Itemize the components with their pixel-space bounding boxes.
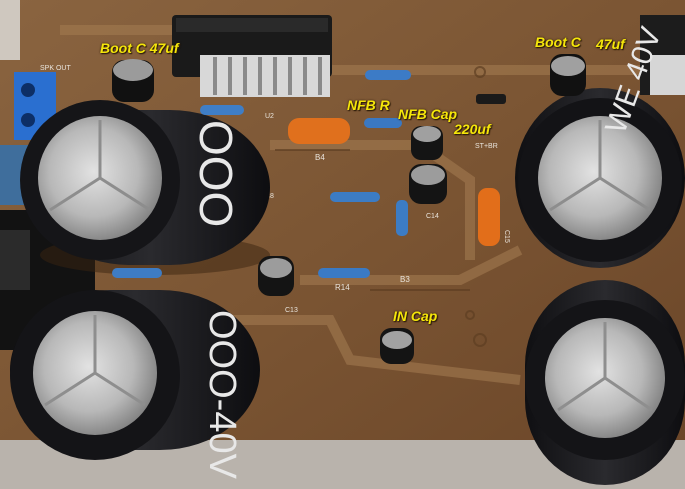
capacitor-large-top-right: WE 40V [515, 23, 685, 268]
cap-c13 [258, 256, 294, 296]
diode [476, 94, 506, 104]
boot-cap-left [112, 59, 154, 102]
film-cap-c8 [288, 118, 350, 144]
annotation-nfb-cap: NFB Cap [398, 106, 458, 122]
annotation-nfb-cap-value: 220uf [454, 121, 491, 137]
cap-c14 [409, 164, 447, 204]
resistors [112, 70, 411, 278]
nfb-cap [411, 126, 443, 160]
svg-text:C13: C13 [285, 307, 298, 314]
svg-text:OOO-40V: OOO-40V [201, 310, 243, 480]
annotation-nfb-r: NFB R [347, 97, 390, 113]
annotation-boot-c-right: Boot C [535, 34, 581, 50]
annotation-in-cap: IN Cap [393, 308, 438, 324]
svg-text:SPK OUT: SPK OUT [40, 65, 71, 72]
terminal-block [0, 72, 56, 205]
annotation-boot-c-right-value: 47uf [596, 36, 625, 52]
boot-cap-right [550, 54, 586, 96]
svg-text:C8: C8 [265, 193, 274, 200]
svg-text:ST+BR: ST+BR [475, 143, 498, 150]
svg-text:C14: C14 [426, 213, 439, 220]
annotation-boot-c-left: Boot C 47uf [100, 40, 179, 56]
capacitor-large-top-left: OOO [20, 100, 270, 275]
svg-text:B4: B4 [315, 153, 325, 162]
in-cap [380, 328, 414, 364]
svg-text:R14: R14 [335, 283, 350, 292]
svg-text:C15: C15 [503, 230, 510, 243]
capacitor-large-bottom-left: OOO-40V [10, 290, 260, 480]
capacitor-large-bottom-right [525, 280, 685, 485]
svg-text:U2: U2 [265, 113, 274, 120]
svg-text:OOO: OOO [190, 120, 242, 227]
ic-u2 [172, 15, 332, 97]
svg-text:B3: B3 [400, 275, 410, 284]
film-cap-c15 [478, 188, 500, 246]
